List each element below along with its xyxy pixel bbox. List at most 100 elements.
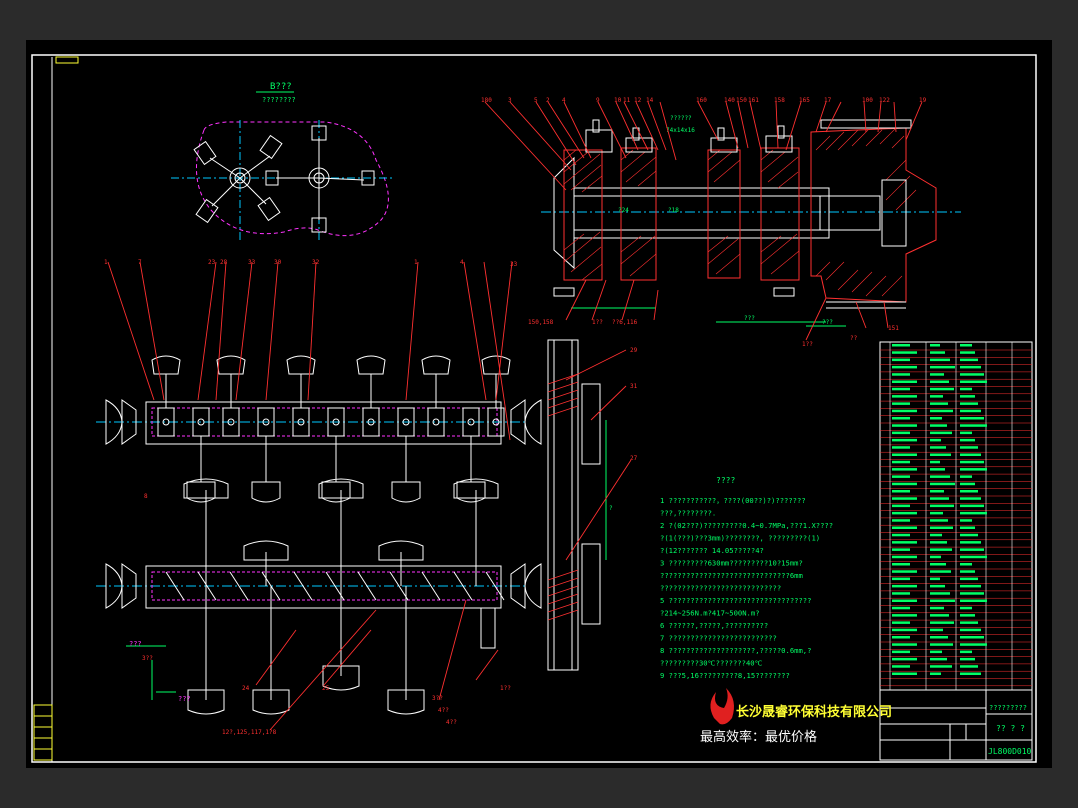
bearing-housing-1	[563, 149, 603, 281]
drawing-sheet: B??? ????????	[26, 40, 1052, 768]
callout-top: 165	[799, 97, 810, 104]
dim-note: ??????	[670, 115, 692, 122]
housing-outline-dashed	[195, 121, 389, 237]
callout-bottom: 151	[888, 325, 899, 332]
rotor-shaft-lower	[96, 563, 542, 649]
callout-bottom: 150,158	[528, 319, 554, 326]
note-line: ??????????????????????????????6mm	[660, 571, 803, 580]
dimension-lower-left: ??? ???	[126, 640, 191, 703]
top-view-subtitle: ????????	[262, 96, 296, 104]
callout-low: 25	[322, 685, 330, 692]
callout-top: 158	[774, 97, 785, 104]
callout-left: 30	[274, 259, 282, 266]
rotor-star-right	[265, 125, 375, 233]
callout-left: 7	[138, 259, 142, 266]
note-line: 2 ?(02???)?????????0.4~0.7MPa,???1.X????	[660, 521, 833, 530]
note-line: ?(1(???)???3mm)????????, ?????????(1)	[660, 534, 820, 543]
callout-left: 28	[220, 259, 228, 266]
callout-top: 150	[736, 97, 747, 104]
callout-mid: 4??	[446, 719, 457, 726]
note-line: 1 ???????????，????(00??)?)???????	[660, 496, 806, 505]
callout-top: 17	[824, 97, 832, 104]
callout-left: 4	[460, 259, 464, 266]
bearing-housing-4	[760, 147, 800, 281]
callout-low: 24	[242, 685, 250, 692]
callout-top: 122	[879, 97, 890, 104]
output-shaft	[819, 195, 881, 231]
callout-mid: 3??	[142, 655, 153, 662]
callout-left: 1	[104, 259, 108, 266]
bearing-housing-3	[707, 149, 741, 279]
callout-top: 3	[508, 97, 512, 104]
callout-mid: 8	[144, 493, 148, 500]
bearing-housing-2	[620, 147, 657, 281]
hatch-pattern	[563, 149, 800, 281]
callout-top: 161	[748, 97, 759, 104]
note-line: 3 ?????????630mm?????????10?15mm?	[660, 559, 803, 568]
note-line: ?(12??????? 14.05?????4?	[660, 546, 764, 555]
drawing-number: JL800D010	[988, 747, 1032, 756]
note-line: 7 ?????????????????????????	[660, 634, 777, 643]
callout-top: 5	[534, 97, 538, 104]
callout-left: 1	[414, 259, 418, 266]
seat-4	[765, 135, 793, 153]
callout-top: 4	[562, 97, 566, 104]
callout-left: 33	[248, 259, 256, 266]
shaft-dia-2: ?18	[668, 207, 679, 214]
company-name: 长沙晟睿环保科技有限公司	[736, 704, 892, 720]
dim-span-2: ???	[822, 319, 833, 326]
note-line: ???,????????.	[660, 509, 716, 518]
callout-top: 10	[614, 97, 622, 104]
callout-mid: 3??	[432, 695, 443, 702]
company-watermark: 长沙晟睿环保科技有限公司 最高效率：最优价格	[700, 688, 892, 745]
note-line: 5 ?????????????????????????????????	[660, 596, 811, 605]
callout-bottom: ??6,116	[612, 319, 638, 326]
callout-top: 140	[724, 97, 735, 104]
flame-logo-icon	[710, 688, 734, 725]
dim-span: ???	[744, 315, 755, 322]
paddles-lower	[165, 478, 505, 715]
outer-border	[31, 54, 1037, 763]
technical-notes: ???? 1 ???????????，????(00??)?)??????? ?…	[660, 476, 833, 680]
callout-low: 12?,125,117,1?8	[222, 729, 277, 736]
callout-top: 14	[646, 97, 654, 104]
top-view: B??? ????????	[171, 82, 394, 240]
top-view-title: B???	[270, 82, 292, 92]
callout-top: 160	[696, 97, 707, 104]
rotor-star-left	[193, 134, 283, 224]
binding-margin-table	[33, 704, 53, 761]
callout-left: 33	[510, 261, 518, 268]
callout-mid: 29	[630, 347, 638, 354]
callout-top: 9	[596, 97, 600, 104]
title-block-name-line: ?????????	[989, 704, 1027, 712]
gearbox-casing	[810, 127, 937, 303]
title-block-title: ?? ? ?	[996, 724, 1025, 733]
callout-mid: 4??	[438, 707, 449, 714]
title-block: ????????? ?? ? ? JL800D010	[879, 689, 1033, 761]
callout-top: 19	[919, 97, 927, 104]
cad-drawing: B??? ????????	[31, 54, 1037, 763]
dim-height: ???	[129, 640, 142, 648]
callout-bottom: ??	[850, 335, 858, 342]
gear-wheel-side: ?	[547, 339, 613, 671]
bolts	[553, 119, 795, 297]
svg-text:?: ?	[609, 505, 613, 512]
corner-tag	[55, 56, 79, 64]
callout-top: 180	[481, 97, 492, 104]
note-line: ?214~256N.m?417~500N.m?	[660, 609, 760, 618]
rotor-shaft-upper	[96, 399, 542, 445]
notes-heading: ????	[716, 476, 735, 485]
seat-1	[585, 129, 613, 153]
callout-top: 11	[623, 97, 631, 104]
note-line: 9 ???5,16?????????8,15????????	[660, 671, 790, 680]
dim-keyway: 74x14x16	[666, 127, 695, 134]
dim-offset: ???	[178, 695, 191, 703]
paddles-upper	[151, 355, 511, 503]
company-slogan: 最高效率：最优价格	[700, 729, 817, 745]
shaft-dia-1: ?24	[618, 207, 629, 214]
callout-top: 2	[546, 97, 550, 104]
note-line: ????????????????????????????	[660, 584, 781, 593]
note-line: 8 ????????????????????,?????0.6mm,?	[660, 646, 811, 655]
callout-bottom: 1??	[802, 341, 813, 348]
